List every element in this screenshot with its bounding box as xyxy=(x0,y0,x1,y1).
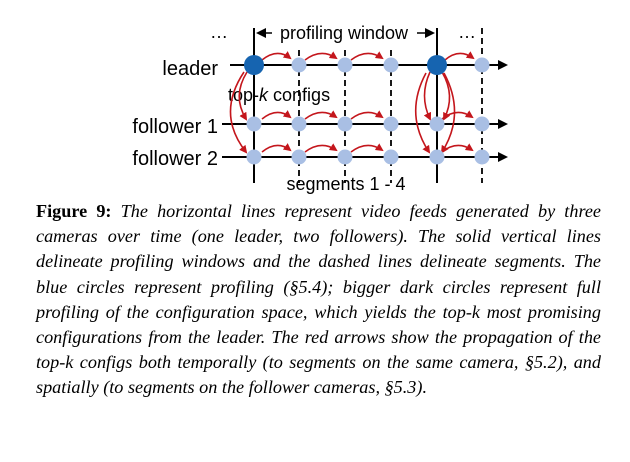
temporal-arrow xyxy=(304,51,338,61)
spatial-arrow xyxy=(423,71,432,121)
topk-suffix: configs xyxy=(268,85,330,105)
profiling-circle xyxy=(337,116,353,132)
profiling-circle xyxy=(429,116,445,132)
temporal-arrow xyxy=(441,143,474,153)
profiling-circle xyxy=(383,116,399,132)
figure-label: Figure 9: xyxy=(36,201,112,221)
temporal-arrow xyxy=(261,110,292,120)
profiling-circle xyxy=(474,149,490,165)
profiling-circle xyxy=(246,116,262,132)
profiling-circle-full xyxy=(244,55,264,75)
topk-k: k xyxy=(259,85,269,105)
spatial-arrow xyxy=(414,72,431,154)
diagram: leader follower 1 follower 2 … … profili… xyxy=(132,22,508,194)
temporal-arrow xyxy=(304,143,338,153)
temporal-arrow xyxy=(261,51,292,61)
profiling-circle xyxy=(429,149,445,165)
temporal-arrow xyxy=(444,51,475,61)
temporal-arrow xyxy=(261,143,292,153)
profiling-circle xyxy=(291,149,307,165)
profiling-circle xyxy=(383,57,399,73)
profiling-circle xyxy=(474,116,490,132)
topk-configs-label: top-k configs xyxy=(228,85,330,105)
spatial-arrow xyxy=(441,71,451,121)
profiling-circle xyxy=(246,149,262,165)
row-label-follower-1: follower 1 xyxy=(132,116,218,138)
figure-caption-text: The horizontal lines represent video fee… xyxy=(36,201,601,398)
topk-prefix: top- xyxy=(228,85,259,105)
temporal-arrow xyxy=(304,110,338,120)
profiling-circle xyxy=(291,57,307,73)
spatial-arrow xyxy=(440,72,456,154)
spatial-arrow xyxy=(229,71,248,154)
ellipsis-left: … xyxy=(210,22,228,42)
temporal-arrow xyxy=(350,143,384,153)
temporal-arrow xyxy=(350,51,384,61)
figure-caption: Figure 9: The horizontal lines represent… xyxy=(36,199,601,401)
row-label-follower-2: follower 2 xyxy=(132,148,218,170)
row-label-leader: leader xyxy=(162,58,218,80)
profiling-window-label: profiling window xyxy=(280,23,409,43)
profiling-circle xyxy=(337,149,353,165)
spatial-arrow xyxy=(238,71,248,121)
profiling-circle xyxy=(474,57,490,73)
ellipsis-right: … xyxy=(458,22,476,42)
profiling-circle xyxy=(383,149,399,165)
profiling-circle xyxy=(337,57,353,73)
temporal-arrow xyxy=(350,110,384,120)
profiling-circle xyxy=(291,116,307,132)
segments-label: segments 1 - 4 xyxy=(286,174,405,194)
profiling-circle-full xyxy=(427,55,447,75)
